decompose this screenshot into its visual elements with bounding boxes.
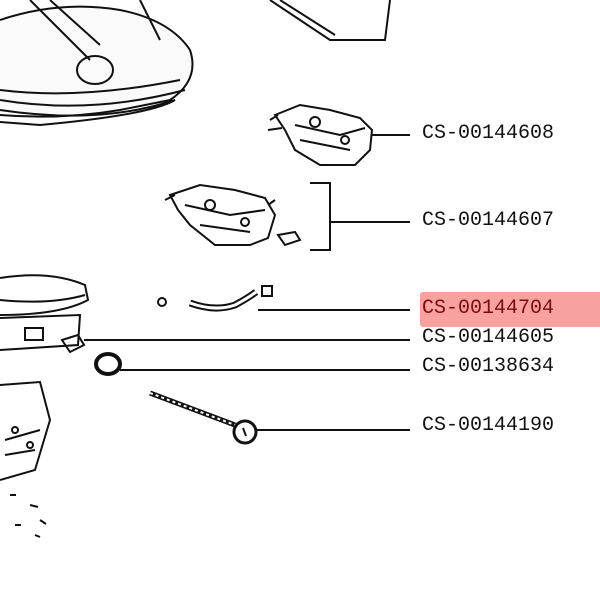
part-label-valve-top[interactable]: CS-00144608 [422, 122, 555, 145]
boiler-drawing [0, 274, 90, 538]
part-label-hose[interactable]: CS-00144704 [422, 297, 555, 320]
seal-ring-drawing [94, 352, 122, 376]
hose-drawing [157, 285, 273, 312]
part-label-valve-assembly[interactable]: CS-00144607 [422, 209, 555, 232]
probe-drawing [149, 390, 258, 445]
main-housing-drawing [0, 0, 391, 127]
part-label-connector[interactable]: CS-00144605 [422, 326, 555, 349]
valve-assembly-drawing [164, 183, 302, 247]
part-label-seal-ring[interactable]: CS-00138634 [422, 355, 555, 378]
part-label-probe[interactable]: CS-00144190 [422, 414, 555, 437]
valve-top-drawing [267, 103, 374, 166]
selected-part-highlight [420, 292, 600, 327]
